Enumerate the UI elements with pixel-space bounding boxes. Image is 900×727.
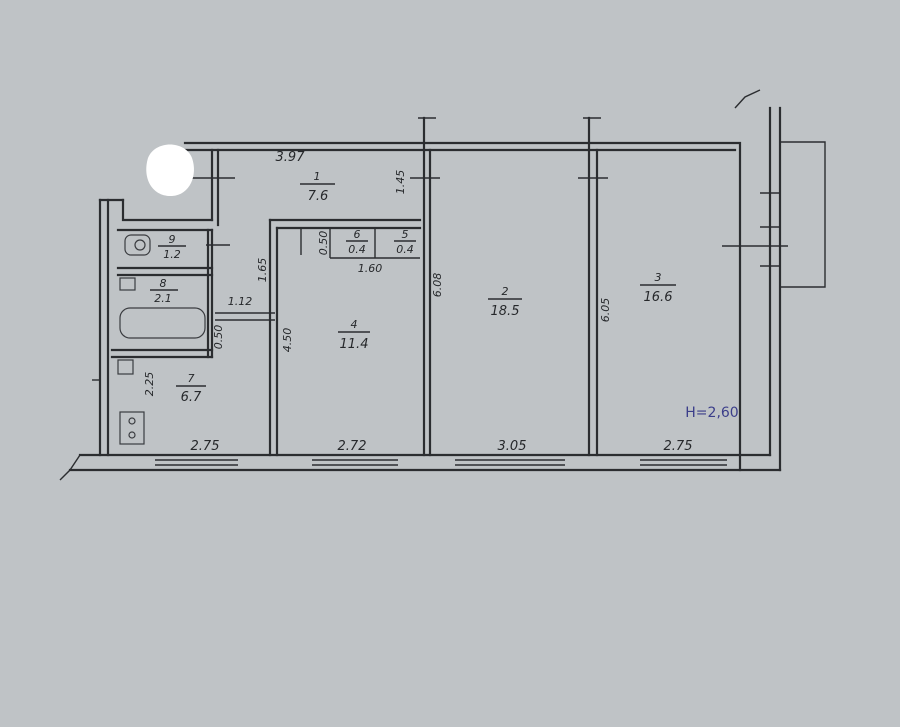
- room-number: 8: [160, 277, 167, 290]
- dimension-label: 6.05: [599, 298, 612, 323]
- dimension-label: 1.60: [358, 262, 383, 275]
- room-area: 7.6: [308, 189, 329, 204]
- room-label-2: 2 18.5: [488, 285, 522, 319]
- room-number: 4: [351, 318, 358, 331]
- ceiling-height-note: H=2,60: [685, 405, 738, 421]
- fixtures: [117, 234, 206, 445]
- exterior-walls: [59, 89, 782, 481]
- dimension-labels: 3.97 1.45 1.60 0.50 1.65 4.50 6.08 6.05 …: [143, 150, 692, 454]
- dimension-label: 0.50: [212, 325, 225, 350]
- balcony: [722, 141, 826, 288]
- room-number: 7: [188, 372, 195, 385]
- stove-icon: [119, 411, 145, 445]
- dimension-label: 2.75: [191, 439, 220, 454]
- sink-icon: [124, 234, 151, 256]
- room-number: 1: [314, 170, 321, 183]
- room-area: 18.5: [491, 304, 520, 319]
- room-number: 6: [354, 228, 361, 241]
- dimension-label: 2.72: [338, 439, 367, 454]
- kitchen-sink-icon: [117, 359, 134, 375]
- dimension-label: 4.50: [281, 328, 294, 353]
- room-area: 6.7: [181, 390, 202, 405]
- room-number: 9: [169, 233, 176, 246]
- dimension-label: 3.97: [276, 150, 306, 165]
- dimension-label: 2.75: [664, 439, 693, 454]
- dimension-label: 2.25: [143, 372, 156, 397]
- room-number: 3: [655, 271, 662, 284]
- room-label-5: 5 0.4: [394, 228, 416, 256]
- room-label-9: 9 1.2: [158, 233, 186, 261]
- room-label-1: 1 7.6: [300, 170, 335, 204]
- room-area: 0.4: [396, 243, 414, 256]
- washbasin-icon: [119, 277, 136, 291]
- bathtub-icon: [119, 307, 206, 339]
- room-label-6: 6 0.4: [346, 228, 368, 256]
- room-label-4: 4 11.4: [338, 318, 370, 352]
- dimension-label: 1.12: [228, 295, 253, 308]
- room-label-7: 7 6.7: [176, 372, 206, 405]
- room-label-8: 8 2.1: [150, 277, 178, 305]
- dimension-label: 1.65: [256, 258, 269, 283]
- room-area: 1.2: [163, 248, 181, 261]
- room-number: 2: [502, 285, 509, 298]
- dimension-label: 0.50: [317, 231, 330, 256]
- room-label-3: 3 16.6: [640, 271, 676, 305]
- room-area: 0.4: [348, 243, 366, 256]
- windows: [155, 459, 727, 466]
- room-number: 5: [402, 228, 409, 241]
- dimension-label: 3.05: [498, 439, 527, 454]
- dimension-label: 1.45: [394, 170, 407, 195]
- room-area: 16.6: [644, 290, 673, 305]
- interior-walls: [110, 116, 608, 457]
- room-area: 2.1: [154, 292, 172, 305]
- dimension-label: 6.08: [431, 273, 444, 298]
- room-area: 11.4: [340, 337, 369, 352]
- redaction-blot: [146, 144, 194, 197]
